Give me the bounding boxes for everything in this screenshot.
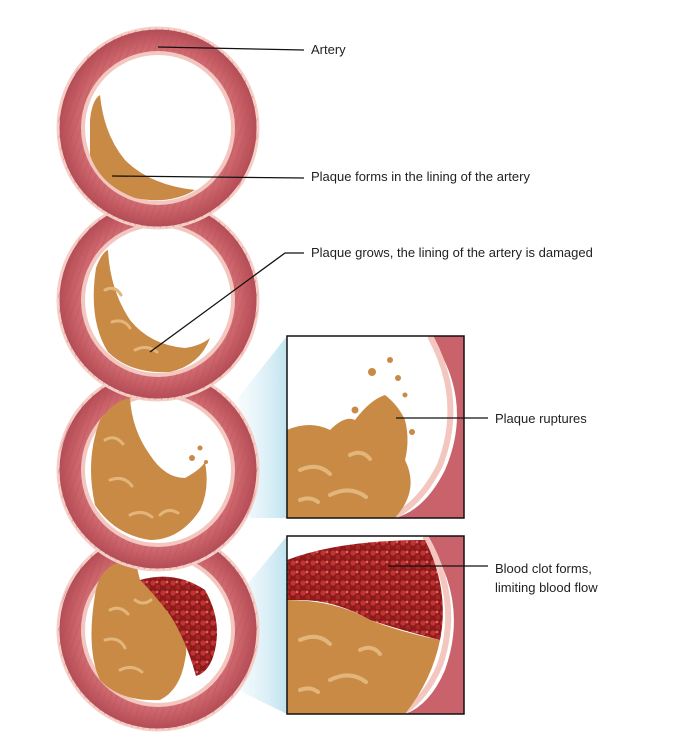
- label-blood-clot-line1: Blood clot forms,: [495, 561, 592, 576]
- leader-line-artery: [157, 46, 305, 51]
- label-plaque-forms: Plaque forms in the lining of the artery: [311, 169, 530, 184]
- label-blood-clot-line2: limiting blood flow: [495, 580, 598, 595]
- artery-cross-section-1: [56, 26, 260, 230]
- label-artery: Artery: [311, 42, 346, 57]
- leader-line-plaque-grows: [149, 252, 304, 353]
- zoom-box-blood-clot: [286, 535, 465, 715]
- leader-line-plaque-forms: [111, 175, 305, 179]
- artery-cross-section-2: [56, 198, 260, 402]
- label-plaque-grows: Plaque grows, the lining of the artery i…: [311, 245, 593, 260]
- artery-cross-section-3: [56, 368, 260, 572]
- label-blood-clot: Blood clot forms, limiting blood flow: [495, 559, 645, 597]
- label-plaque-ruptures: Plaque ruptures: [495, 411, 587, 426]
- zoom-box-plaque-ruptures: [286, 335, 465, 519]
